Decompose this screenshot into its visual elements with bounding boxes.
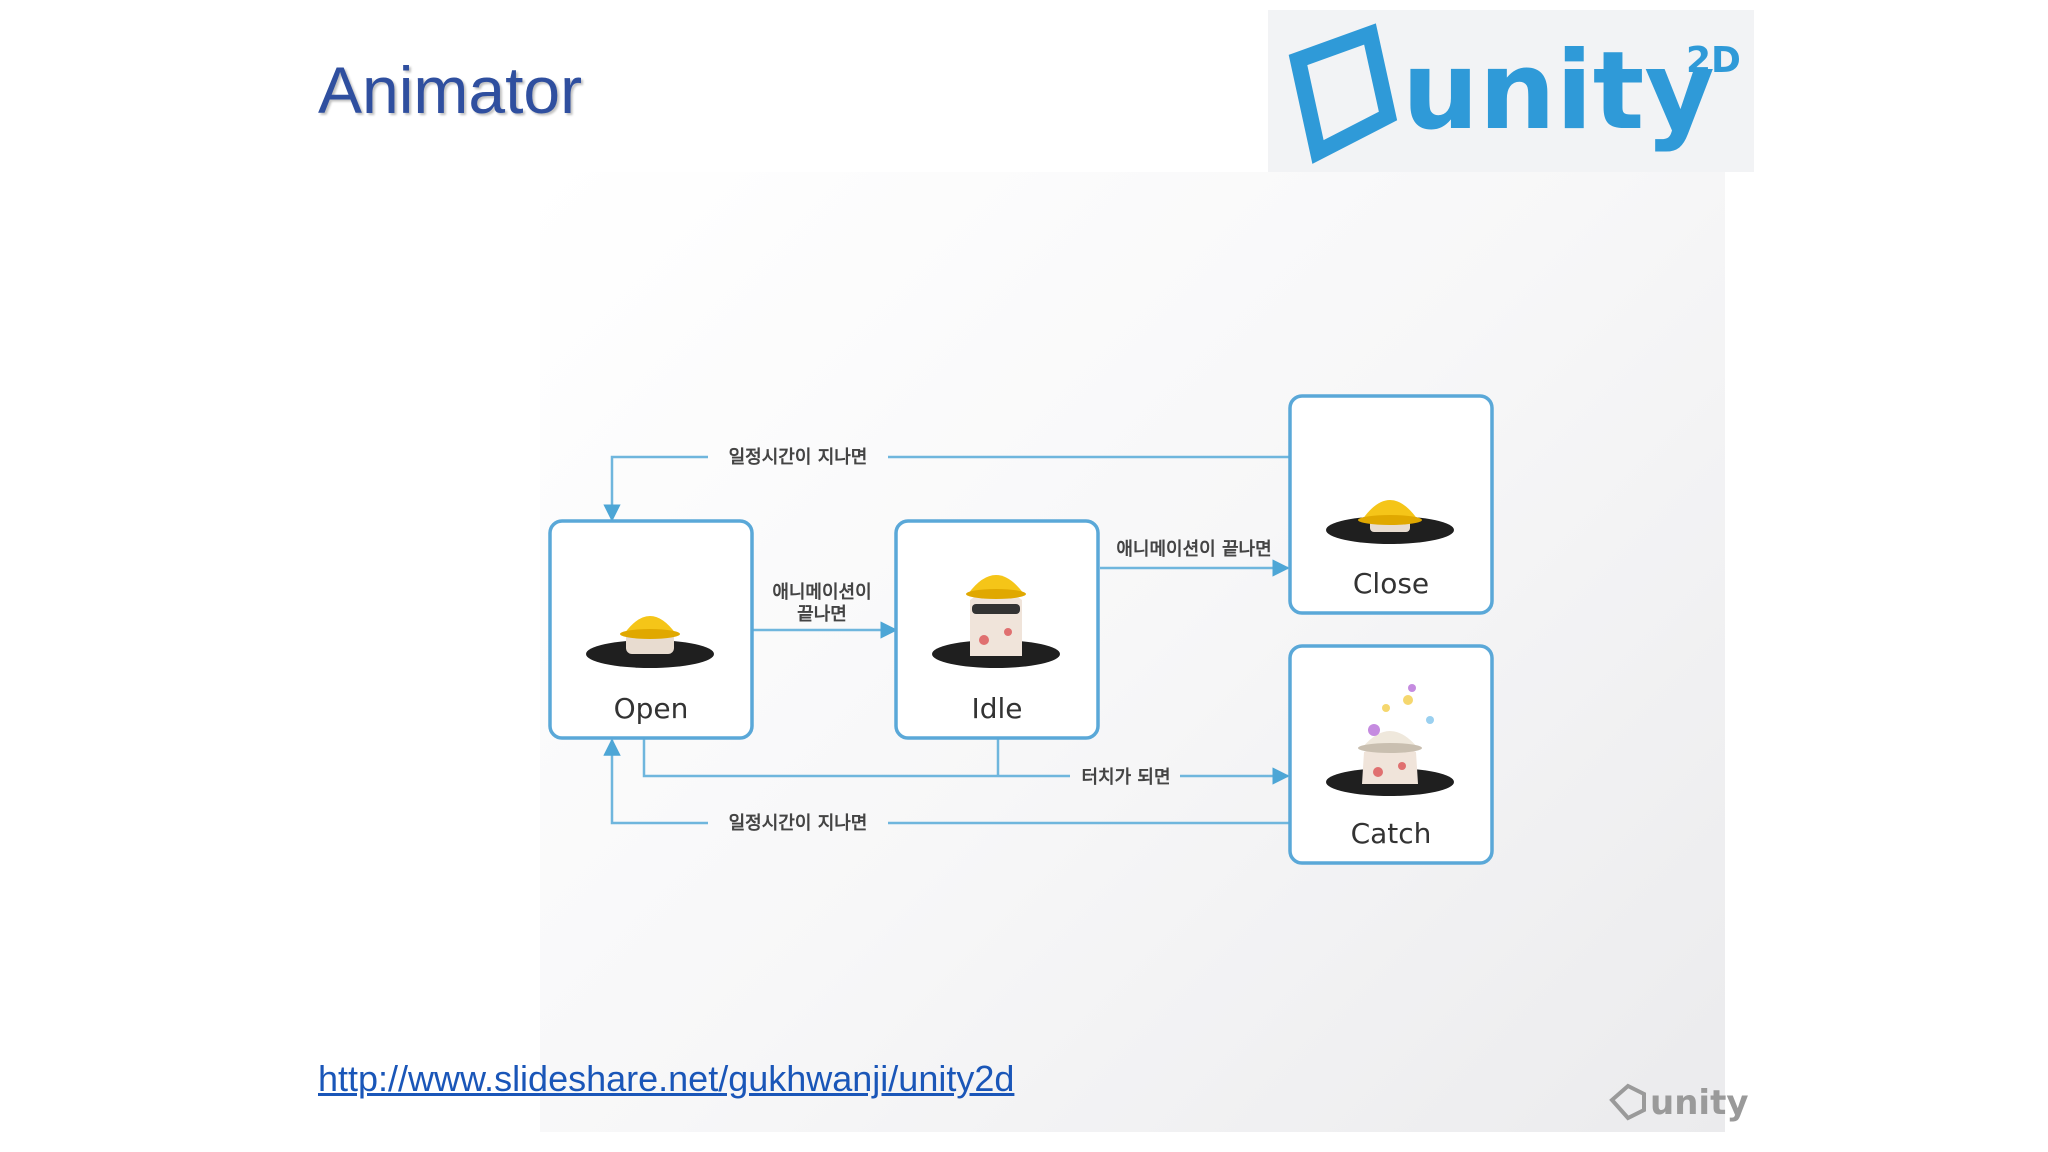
- state-open: Open: [548, 519, 754, 740]
- logo-superscript: 2D: [1686, 40, 1741, 81]
- edge-close-to-open-line2: [603, 455, 708, 522]
- label-catch-to-open: 일정시간이 지나면: [729, 813, 868, 834]
- label-close-to-open: 일정시간이 지나면: [729, 447, 868, 468]
- state-idle-label: Idle: [971, 692, 1022, 725]
- unity-2d-logo-graphic: unity 2D: [1288, 23, 1741, 164]
- dizzy-star-icon: [1368, 724, 1380, 736]
- label-to-catch: 터치가 되면: [1081, 767, 1170, 788]
- unity-cube-icon: [1288, 23, 1398, 164]
- unity-watermark: unity: [1609, 1083, 1748, 1123]
- state-close-label: Close: [1353, 567, 1429, 600]
- slide-title: Animator: [318, 53, 583, 127]
- logo-wordmark: unity: [1402, 29, 1715, 154]
- mole-hiding-illustration: [586, 616, 714, 668]
- mole-caught-illustration: [1326, 684, 1454, 796]
- state-open-label: Open: [614, 692, 689, 725]
- state-close: Close: [1288, 394, 1494, 615]
- state-catch-label: Catch: [1351, 817, 1432, 850]
- mole-idle-illustration: [932, 575, 1060, 668]
- mole-closing-illustration: [1326, 500, 1454, 544]
- label-open-to-idle-1: 애니메이션이: [772, 582, 871, 603]
- label-open-to-idle-2: 끝나면: [797, 604, 847, 625]
- unity-2d-logo: unity 2D: [1268, 10, 1754, 172]
- label-idle-to-close: 애니메이션이 끝나면: [1116, 539, 1271, 560]
- state-catch: Catch: [1288, 644, 1494, 865]
- edge-catch-to-open-line2: [603, 738, 708, 825]
- state-idle: Idle: [894, 519, 1100, 740]
- edge-open-to-catch: [642, 738, 1070, 778]
- source-link[interactable]: http://www.slideshare.net/gukhwanji/unit…: [318, 1058, 1015, 1099]
- watermark-text: unity: [1650, 1083, 1748, 1123]
